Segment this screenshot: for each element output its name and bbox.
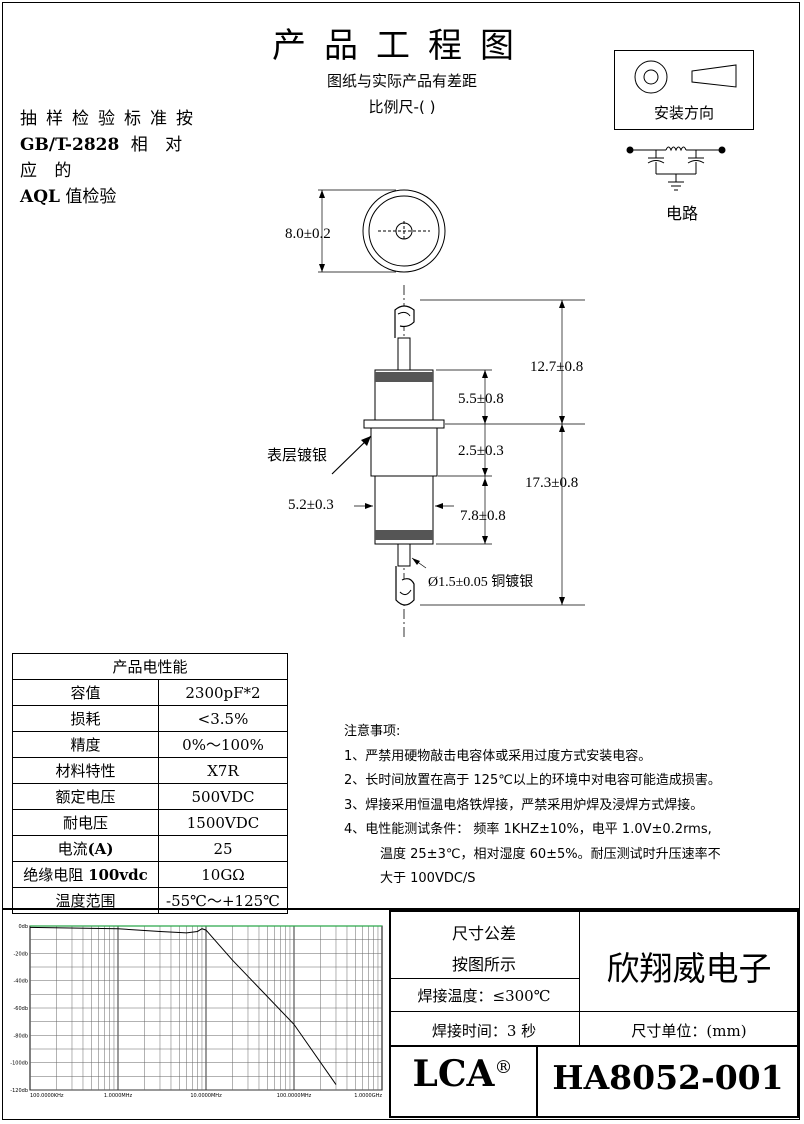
dim-diameter: 8.0±0.2 — [285, 226, 331, 242]
dim-upper-body: 5.5±0.8 — [458, 391, 504, 407]
brand-logo: LCA® — [412, 1053, 513, 1095]
note-item: 1、严禁用硬物敲击电容体或采用过度方式安装电容。 — [344, 748, 652, 764]
y-tick-label: -40db — [13, 979, 28, 985]
capacitor-drawing — [318, 189, 585, 638]
note-item: 3、焊接采用恒温电烙铁焊接，严禁采用炉焊及浸焊方式焊接。 — [344, 797, 704, 813]
y-tick-label: -120db — [10, 1088, 28, 1094]
subtitle-scale: 比例尺-( ) — [368, 98, 436, 116]
title-block — [389, 910, 799, 1118]
x-tick-label: 1.0000MHz — [104, 1093, 133, 1099]
y-tick-label: 0db — [18, 924, 28, 930]
mounting-label: 安装方向 — [653, 104, 714, 122]
x-tick-label: 100.0000MHz — [277, 1093, 312, 1099]
dim-body-dia: 5.2±0.3 — [288, 497, 334, 513]
notes-title: 注意事项: — [344, 724, 401, 739]
table-row: 电流(A)25 — [12, 835, 288, 862]
company-name: 欣翔威电子 — [606, 949, 772, 988]
table-row: 损耗<3.5% — [12, 705, 288, 732]
tolerance-value: 按图所示 — [451, 955, 516, 974]
dim-lower-body: 7.8±0.8 — [460, 508, 506, 524]
mounting-icon — [634, 60, 737, 94]
tolerance-label: 尺寸公差 — [451, 924, 516, 943]
circuit-symbol — [626, 146, 726, 191]
weld-temp: 焊接温度：≤300℃ — [417, 987, 551, 1005]
sampling-line1: 抽样检验标准按 — [20, 109, 202, 129]
dim-top-lead: 12.7±0.8 — [530, 359, 584, 375]
dim-total-lower: 17.3±0.8 — [525, 475, 579, 491]
note-item-cont: 温度 25±3℃，相对湿度 60±5%。耐压测试时升压速率不 — [380, 846, 721, 862]
series-line — [29, 926, 337, 1085]
sampling-line2: GB/T-2828 相 对 应 的 — [20, 135, 189, 181]
sampling-line3: AQL 值检验 — [20, 187, 117, 207]
page-title: 产品工程图 — [272, 26, 532, 66]
x-tick-label: 100.0000KHz — [30, 1093, 64, 1099]
note-item-cont: 大于 100VDC/S — [380, 871, 476, 886]
sampling-note: 抽样检验标准按 GB/T-2828 相 对 应 的 AQL 值检验 — [20, 106, 220, 210]
y-tick-label: -20db — [13, 951, 28, 957]
y-tick-label: -100db — [10, 1061, 28, 1067]
x-tick-label: 10.0000MHz — [190, 1093, 222, 1099]
x-tick-label: 1.0000GHz — [354, 1093, 382, 1099]
plating-callout: 表层镀银 — [267, 446, 328, 464]
weld-time: 焊接时间：3 秒 — [431, 1022, 537, 1040]
frequency-response-chart: 0db-20db-40db-60db-80db-100db-120db100.0… — [10, 924, 383, 1099]
y-tick-label: -60db — [13, 1006, 28, 1012]
circuit-label: 电路 — [666, 204, 699, 223]
dim-lead-dia: Ø1.5±0.05 铜镀银 — [428, 575, 534, 590]
size-unit: 尺寸单位：(mm) — [631, 1022, 747, 1040]
bottom-band-divider — [2, 908, 800, 910]
subtitle-disclaimer: 图纸与实际产品有差距 — [326, 72, 477, 90]
note-item: 4、电性能测试条件： 频率 1KHZ±10%，电平 1.0V±0.2rms, — [344, 822, 712, 837]
note-item: 2、长时间放置在高于 125℃以上的环境中对电容可能造成损害。 — [344, 773, 721, 788]
spec-table-title: 产品电性能 — [12, 653, 288, 680]
mounting-direction-box — [614, 50, 754, 130]
y-tick-label: -80db — [13, 1033, 28, 1039]
notes-section: 注意事项: 1、严禁用硬物敲击电容体或采用过度方式安装电容。 2、长时间放置在高… — [344, 720, 784, 892]
part-number: HA8052-001 — [552, 1058, 784, 1097]
dim-flange: 2.5±0.3 — [458, 443, 504, 459]
